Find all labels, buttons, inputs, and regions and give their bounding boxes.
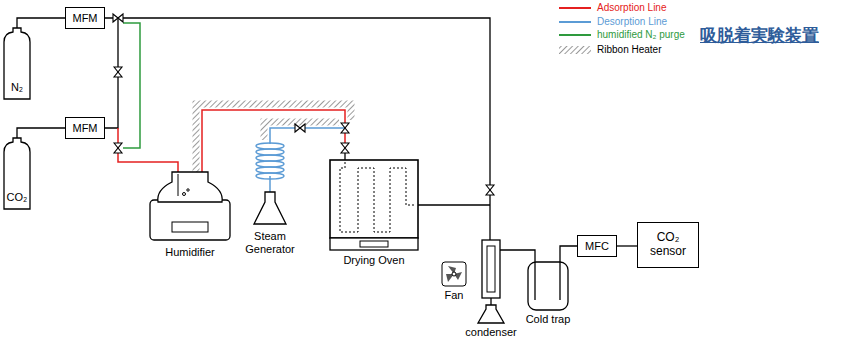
node-text-group: CO₂ — [7, 191, 28, 204]
line-sample — [559, 34, 591, 36]
node-text-group: MFM — [72, 122, 97, 135]
part-label: Humidifier — [150, 246, 230, 259]
node-label: CO₂ sensor — [638, 231, 698, 259]
gas-cylinder: N₂ — [3, 28, 31, 100]
node-text-group: MFC — [585, 240, 609, 253]
sensor-box: CO₂ sensor — [637, 222, 699, 268]
part-label: Drying Oven — [326, 254, 422, 267]
line-sample — [559, 21, 591, 23]
node-label: CO₂ — [7, 191, 28, 204]
legend-text: humidified N₂ purge — [597, 29, 685, 41]
flow-meter-box: MFM — [65, 7, 105, 29]
node-label: MFC — [585, 240, 609, 253]
node-label: N₂ — [11, 81, 23, 94]
legend-swatch — [557, 2, 593, 14]
part-label: Fan — [434, 289, 474, 302]
part-label: Cold trap — [518, 313, 578, 326]
part-label: Steam Generator — [238, 230, 302, 255]
legend-text: Desorption Line — [597, 16, 667, 28]
pipe-connector — [17, 18, 65, 28]
node-text-group: MFM — [72, 12, 97, 25]
node-text-group: CO₂ sensor — [638, 231, 698, 259]
legend-text: Adsorption Line — [597, 2, 667, 14]
flow-controller-box: MFC — [577, 235, 617, 257]
cylinder-body — [4, 28, 30, 99]
flow-meter-box: MFM — [65, 117, 105, 139]
part-label: condenser — [456, 326, 526, 339]
node-label: MFM — [72, 122, 97, 135]
legend-swatch — [557, 29, 593, 41]
diagram-title: 吸脱着実験装置 — [700, 24, 819, 47]
legend-swatch — [557, 16, 593, 28]
hatch-sample — [559, 46, 591, 54]
line-sample — [559, 7, 591, 9]
pipe-connector — [17, 128, 65, 138]
legend-swatch — [557, 44, 593, 56]
node-text-group: N₂ — [11, 81, 23, 94]
gas-cylinder: CO₂ — [3, 138, 31, 210]
cylinder-body — [4, 138, 30, 209]
node-label: MFM — [72, 12, 97, 25]
legend-text: Ribbon Heater — [597, 44, 661, 56]
pipe-connector — [617, 245, 637, 246]
